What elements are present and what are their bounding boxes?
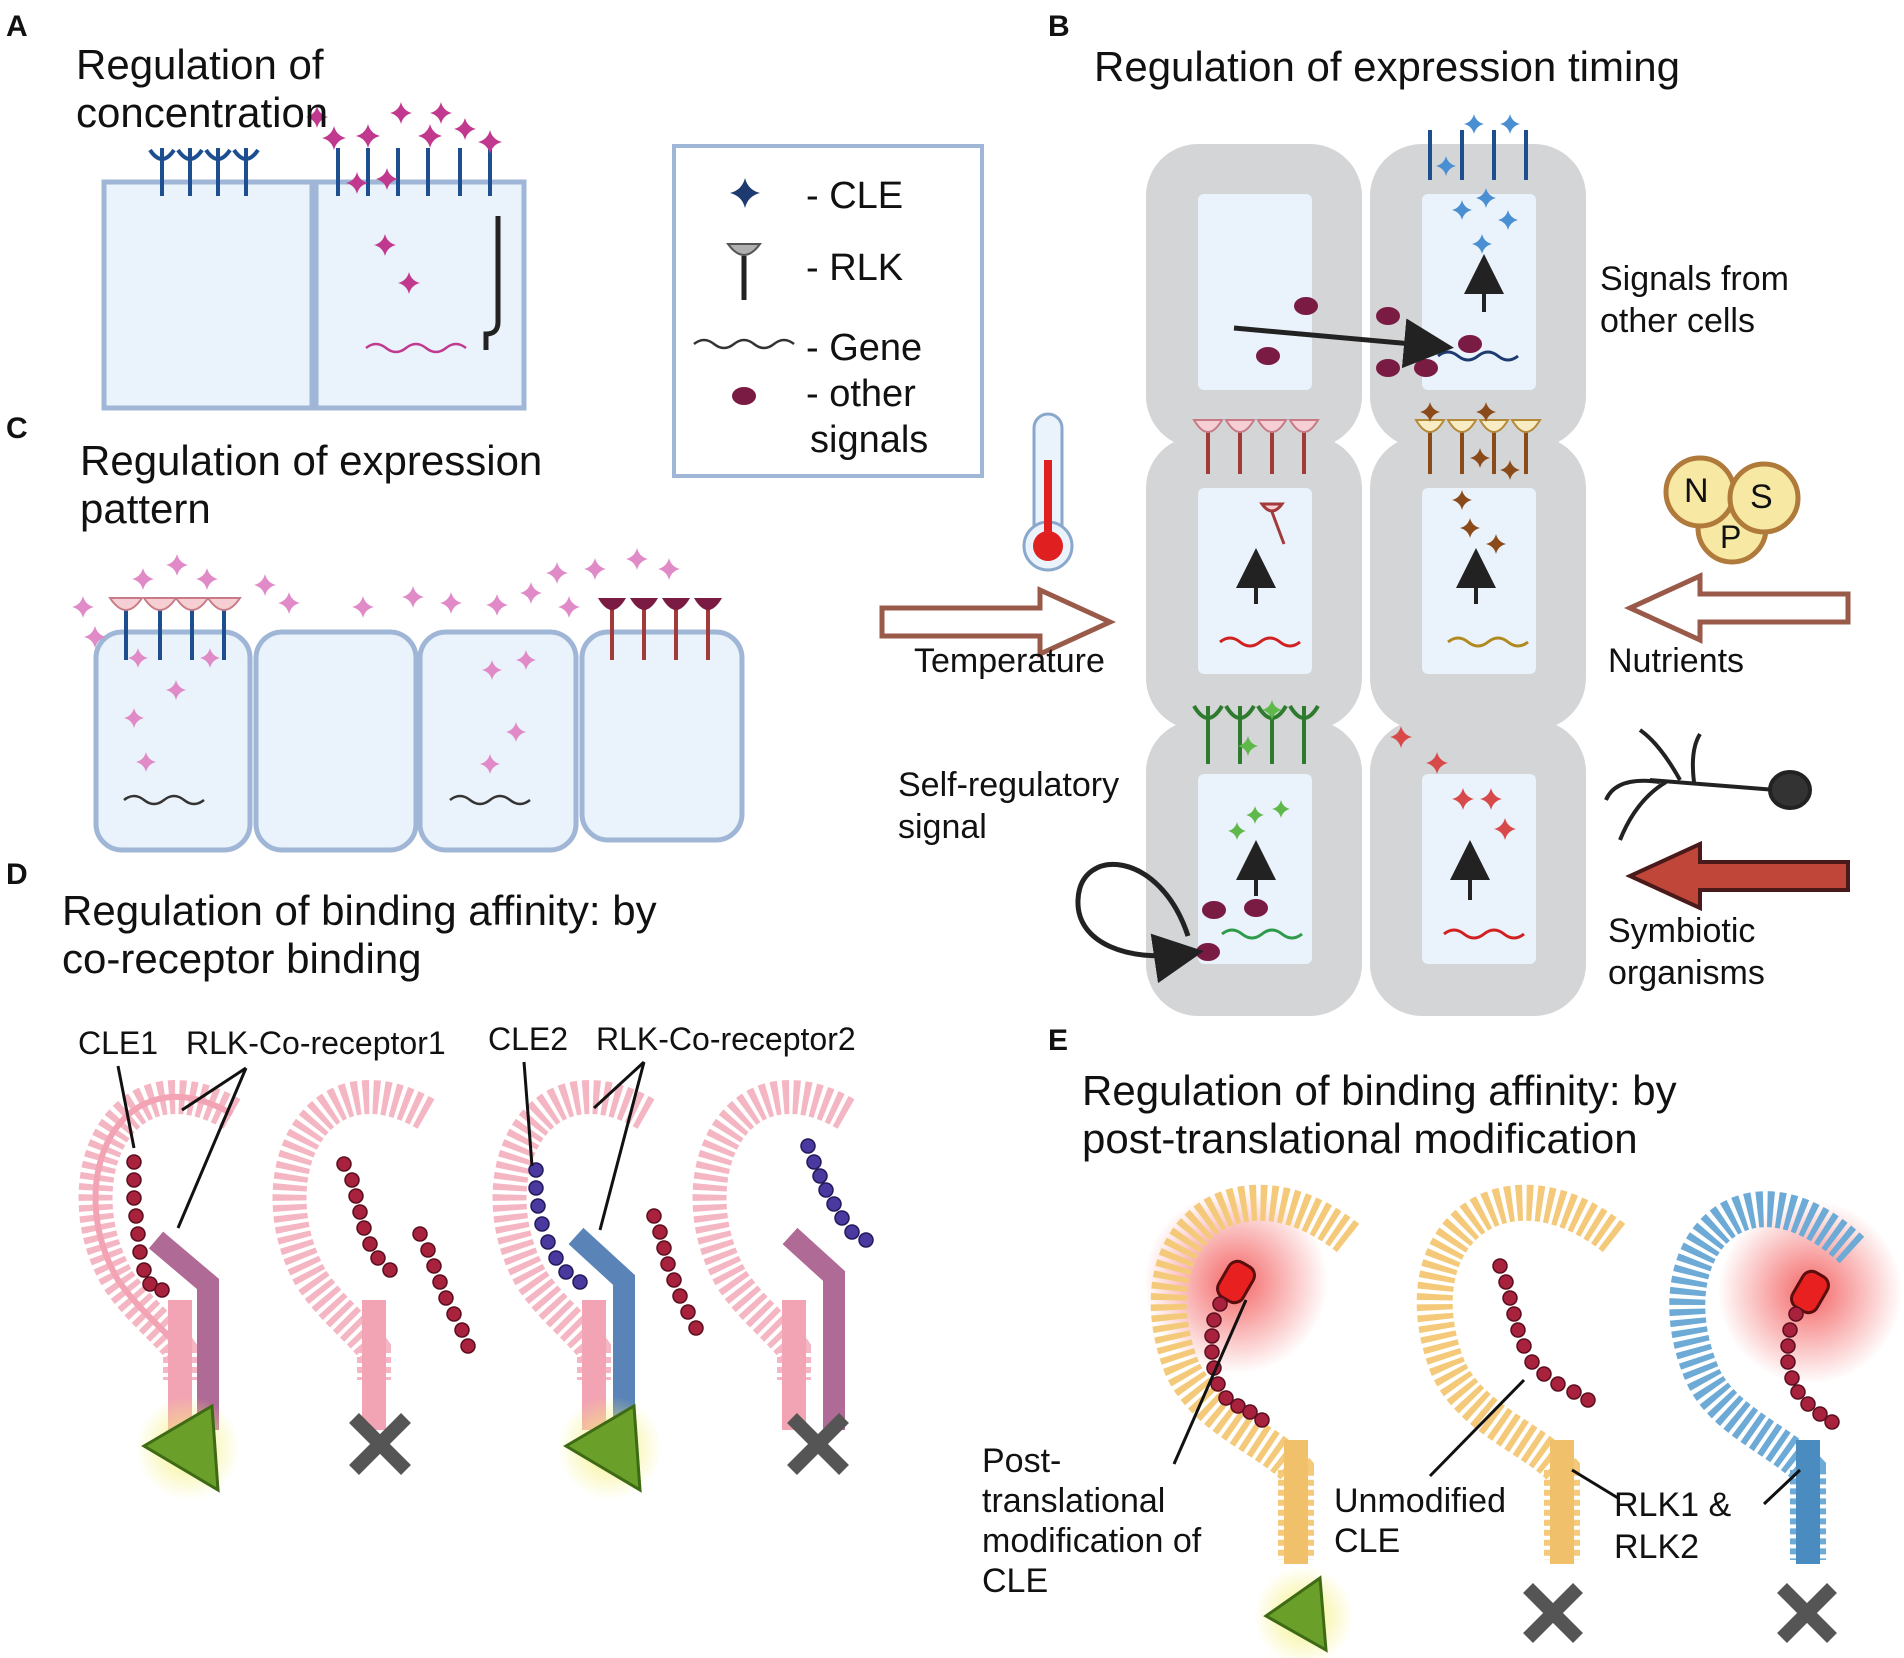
panel-b-title: Regulation of expression timing <box>1094 43 1680 90</box>
self-regulatory-signal-line1: Self-regulatory <box>898 766 1120 804</box>
symbiotic-arrow <box>1625 840 1850 912</box>
panel-a-title-line1: Regulation of <box>76 41 324 88</box>
ptm-label-line2: translational <box>982 1482 1166 1520</box>
symbiotic-organisms-line1: Symbiotic <box>1608 912 1756 950</box>
self-regulatory-signal-line2: signal <box>898 808 987 846</box>
panel-d-title-line2: co-receptor binding <box>62 935 422 982</box>
gene-b2-right <box>1447 636 1529 648</box>
nutrients-label: Nutrients <box>1608 642 1745 680</box>
legend-signals-label: signals <box>810 419 929 461</box>
panel-b <box>879 114 1851 1016</box>
cell-left <box>101 179 315 411</box>
active-arrow-d3 <box>563 1403 642 1493</box>
symbiotic-organisms-line2: organisms <box>1608 954 1765 992</box>
leader-lines-d <box>116 1060 646 1231</box>
ptm-label-line4: CLE <box>982 1562 1049 1600</box>
unmodified-cle-line2: CLE <box>1334 1522 1401 1560</box>
active-arrow-d1 <box>141 1403 220 1493</box>
gene-b3-right <box>1443 928 1525 940</box>
legend-cle-label: - CLE <box>806 175 904 217</box>
self-regulatory-loop-arrow <box>1075 862 1204 984</box>
panel-e-title-line2: post-translational modification <box>1082 1115 1638 1162</box>
receptor-heads-c-left <box>108 597 242 611</box>
panel-b-letter: B <box>1048 10 1070 43</box>
gene-c-left <box>123 794 205 806</box>
signals-from-other-cells-line1: Signals from <box>1600 260 1789 298</box>
cross-d4 <box>787 1413 849 1475</box>
blue-receptors <box>148 148 260 196</box>
panel-a <box>101 102 527 411</box>
cle1-label: CLE1 <box>78 1025 159 1061</box>
legend-rlk-label: - RLK <box>806 247 904 289</box>
complex-d3 <box>492 1080 704 1430</box>
nutrient-letter-s: S <box>1750 478 1773 516</box>
rlk-internal-b2-left <box>1259 502 1286 545</box>
rlk-co-receptor2-label: RLK-Co-receptor2 <box>596 1021 856 1057</box>
panel-e-letter: E <box>1048 1024 1069 1057</box>
ptm-label-line3: modification of <box>982 1522 1202 1560</box>
cell-right <box>313 179 527 411</box>
legend-box <box>672 144 984 478</box>
complex-e3 <box>1669 1191 1865 1564</box>
complex-d4 <box>692 1080 874 1430</box>
panel-d-title-line1: Regulation of binding affinity: by <box>62 887 657 934</box>
panel-d-letter: D <box>6 858 28 891</box>
rlk-label-line2: RLK2 <box>1614 1528 1700 1566</box>
complex-e1 <box>1150 1184 1360 1564</box>
panel-a-title-line2: concentration <box>76 89 329 136</box>
rlk-icon <box>726 243 762 300</box>
gene-b3-left <box>1221 928 1303 940</box>
panel-c-title-line2: pattern <box>80 485 211 532</box>
other-signal-icon <box>732 387 756 405</box>
complex-e2 <box>1416 1184 1626 1564</box>
active-arrow-e1 <box>1263 1575 1328 1653</box>
panel-d <box>78 1060 874 1500</box>
arrow-signals-other-cells <box>1233 318 1454 369</box>
complex-d1 <box>78 1080 241 1430</box>
legend-other-label: - other <box>806 373 916 415</box>
temperature-label: Temperature <box>914 642 1105 680</box>
rlk-co-receptor1-label: RLK-Co-receptor1 <box>186 1025 446 1061</box>
gene-a <box>365 342 467 354</box>
receptors-b1 <box>1428 130 1528 180</box>
leader-lines-e <box>1172 1299 1802 1506</box>
panel-a-letter: A <box>6 10 28 43</box>
cross-e2 <box>1523 1583 1583 1643</box>
receptor-heads-b2-right <box>1414 419 1542 433</box>
signals-from-other-cells-line2: other cells <box>1600 302 1755 340</box>
thermometer-icon <box>1022 412 1074 572</box>
symbiotic-organism-icon <box>1604 728 1812 841</box>
ptm-label-line1: Post- <box>982 1442 1062 1480</box>
cle2-label: CLE2 <box>488 1021 569 1057</box>
nutrients-icon <box>1663 455 1801 565</box>
receptors-b3-left <box>1192 704 1320 764</box>
gene-c-third <box>449 794 531 806</box>
legend-gene-label: - Gene <box>806 327 923 369</box>
panel-c <box>72 548 745 853</box>
gene-icon <box>693 338 795 350</box>
cells-c <box>93 629 745 853</box>
nutrient-letter-p: P <box>1720 519 1742 555</box>
receptor-heads-c-right <box>598 598 722 610</box>
unmodified-cle-line1: Unmodified <box>1334 1482 1506 1520</box>
gene-b2-left <box>1219 636 1301 648</box>
magenta-receptors <box>336 148 492 196</box>
cross-d2 <box>349 1413 411 1475</box>
rlk-label-line1: RLK1 & <box>1614 1486 1732 1524</box>
panel-c-letter: C <box>6 412 28 445</box>
cross-e3 <box>1777 1583 1837 1643</box>
panel-c-title-line1: Regulation of expression <box>80 437 543 484</box>
nutrients-arrow <box>1623 572 1851 644</box>
receptor-heads-b2-left <box>1192 419 1320 433</box>
expression-arrow-a <box>483 216 501 350</box>
panel-e-title-line1: Regulation of binding affinity: by <box>1082 1067 1677 1114</box>
panel-e <box>1144 1184 1902 1658</box>
nutrient-letter-n: N <box>1684 472 1709 510</box>
complex-d2 <box>272 1080 476 1430</box>
temperature-arrow <box>879 586 1117 658</box>
